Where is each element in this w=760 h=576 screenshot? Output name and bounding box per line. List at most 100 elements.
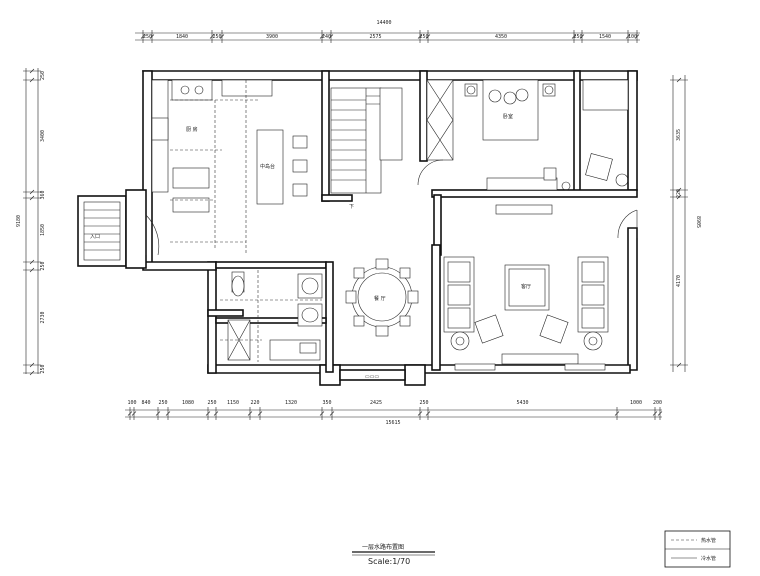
bottom-dimension-label: 250 [419,400,428,406]
top-dimension-label: 3900 [266,34,278,40]
bottom-dimension-chain: 100 840 250 1080 250 1150 220 1320 350 2425 250 543… [125,400,663,426]
bottom-dimension-tick-slash [329,411,335,416]
bottom-dimension-label: 2425 [370,400,382,406]
dining-area: 餐 厅 [345,258,419,337]
top-dimension-tick-slash [625,34,631,39]
living-label: 客厅 [521,283,531,290]
scale-label: Scale:1/70 [368,557,410,566]
right-dimension-label: 220 [676,189,682,198]
bedroom-area: 卧室 [464,79,629,215]
bedroom-label: 卧室 [503,113,513,120]
top-dimension-label: 250 [573,34,582,40]
bottom-dimension-tick-slash [131,411,137,416]
kitchen-island: 中岛台 [256,129,308,205]
legend-hot-label: 热水管 [701,537,716,544]
bottom-dimension-label: 5430 [516,400,528,406]
dining-label: 餐 厅 [374,295,386,302]
top-dimension-tick-slash [149,34,155,39]
left-dimension-tick-slash [29,189,35,195]
drawing-title: 一层水路布置图 [362,543,404,551]
left-dimension-label: 3400 [40,130,46,142]
left-dimension-label: 250 [40,364,46,373]
top-dimension-tick-slash [634,34,640,39]
left-dimension-label: 250 [40,71,46,80]
top-dimension-label: 2575 [369,34,381,40]
bottom-total-dimension: 15615 [385,420,400,426]
left-dimension-tick-slash [29,267,35,273]
bottom-dimension-tick-slash [213,411,219,416]
left-dimension-tick-slash [29,68,35,74]
bottom-dimension-tick-slash [417,411,423,416]
bottom-dimension-tick-slash [257,411,263,416]
bottom-dimension-tick-slash [614,411,620,416]
kitchen-label: 厨 房 [186,126,198,133]
left-dimension-tick-slash [29,370,35,376]
right-dimension-tick-slash [676,194,682,200]
top-dimension-tick-slash [209,34,215,39]
wardrobe [417,79,454,186]
left-dimension-tick-slash [29,259,35,265]
bottom-dimension-tick-slash [205,411,211,416]
legend-cold-label: 冷水管 [701,555,716,562]
left-dimension-label: 2730 [40,311,46,323]
right-dimension-label: 4170 [676,275,682,287]
right-dimension-tick-slash [676,362,682,368]
left-dimension-label: 1850 [40,224,46,236]
bottom-dimension-tick-slash [425,411,431,416]
bottom-dimension-label: 1080 [182,400,194,406]
entry-door: 入口 [90,214,160,256]
bottom-dimension-label: 840 [141,400,150,406]
left-total-dimension: 9180 [16,215,22,227]
top-dimension-tick-slash [140,34,146,39]
top-dimension-tick-slash [417,34,423,39]
bottom-dimension-tick-slash [657,411,663,416]
left-dimension-chain: 250 3400 360 1850 250 2730 250 9180 [16,68,46,376]
stair-label: 下 [349,204,354,210]
bottom-dimension-label: 100 [127,400,136,406]
bottom-dimension-tick-slash [127,411,133,416]
bottom-dimension-label: 220 [250,400,259,406]
island-label: 中岛台 [260,163,275,170]
top-dimension-label: 250 [143,34,152,40]
left-dimension-tick-slash [29,77,35,83]
top-dimension-label: 100 [628,34,637,40]
bottom-dimension-label: 250 [158,400,167,406]
bottom-dimension-label: 1320 [285,400,297,406]
left-dimension-tick-slash [29,195,35,201]
top-dimension-tick-slash [219,34,225,39]
bottom-dimension-tick-slash [155,411,161,416]
right-dimension-tick-slash [676,187,682,193]
staircase: 下 [330,87,403,210]
kitchen-area: 厨 房 [151,79,273,255]
bottom-dimension-label: 200 [653,400,662,406]
legend: 热水管 冷水管 [664,530,731,568]
top-total-dimension: 14400 [376,20,391,26]
bottom-dimension-tick-slash [652,411,658,416]
bottom-dimension-tick-slash [247,411,253,416]
svg-text:▭▭▭: ▭▭▭ [365,374,379,380]
top-dimension-label: 250 [212,34,221,40]
left-dimension-label: 360 [40,190,46,199]
bottom-dimension-label: 250 [207,400,216,406]
top-dimension-tick-slash [319,34,325,39]
living-area: 客厅 [443,209,638,371]
left-dimension-tick-slash [29,362,35,368]
entry-label: 入口 [90,234,100,240]
top-dimension-tick-slash [328,34,334,39]
exterior-walls: ▭▭▭ [77,70,638,386]
top-dimension-label: 1540 [599,34,611,40]
top-dimension-tick-slash [425,34,431,39]
bottom-dimension-label: 1150 [227,400,239,406]
top-dimension-label: 1840 [176,34,188,40]
top-dimension-tick-slash [579,34,585,39]
right-dimension-tick-slash [676,77,682,83]
bottom-dimension-label: 1000 [630,400,642,406]
top-dimension-tick-slash [571,34,577,39]
top-dimension-label: 4350 [495,34,507,40]
bottom-dimension-label: 350 [322,400,331,406]
top-dimension-label: 240 [322,34,331,40]
left-dimension-label: 250 [40,261,46,270]
